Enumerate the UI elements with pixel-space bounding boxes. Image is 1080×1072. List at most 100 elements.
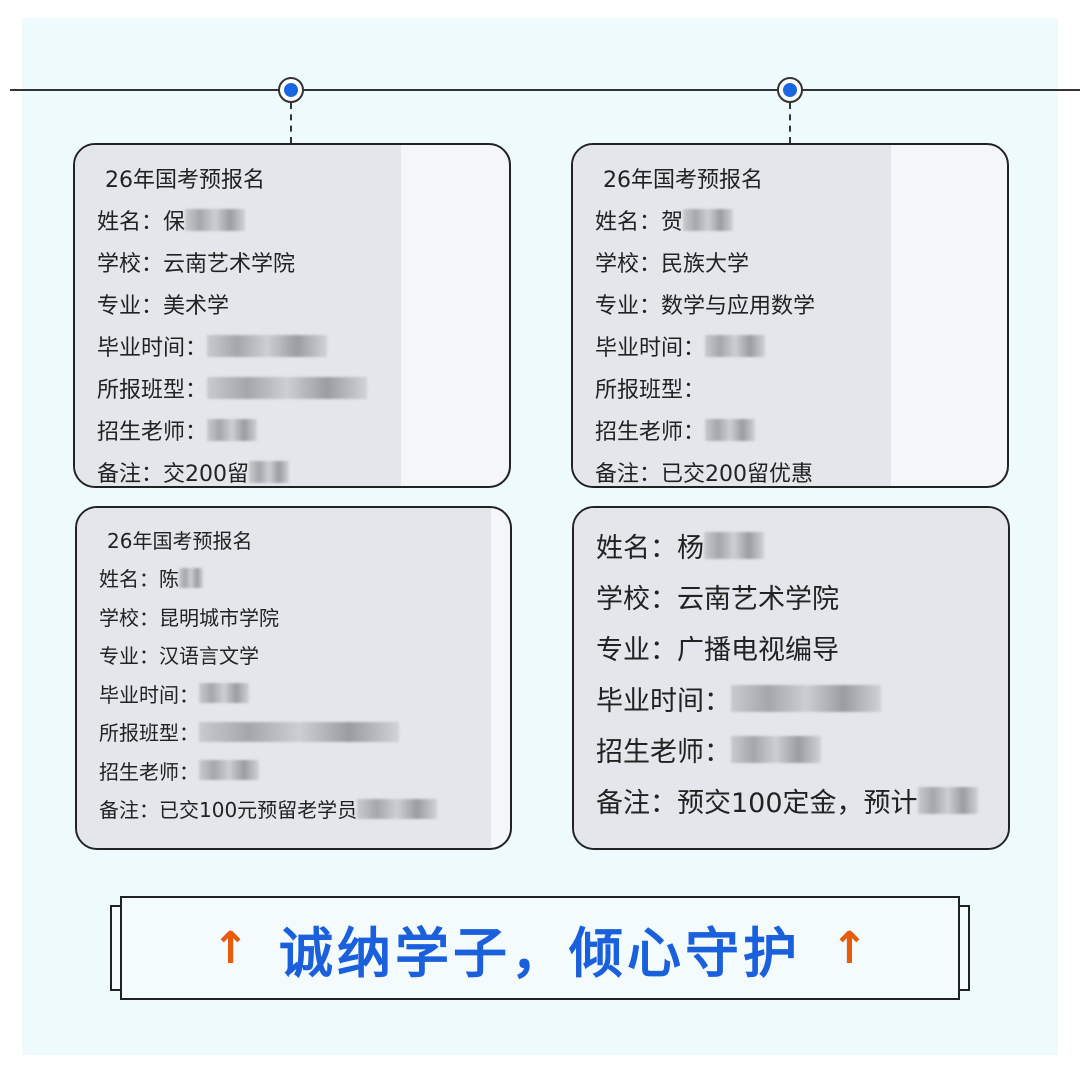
field-row: 备注：预交100定金，预计 xyxy=(596,775,1008,826)
redacted-blur xyxy=(731,685,881,712)
field-value: 民族大学 xyxy=(661,252,750,277)
slogan-banner: ↑ 诚纳学子，倾心守护 ↑ xyxy=(120,896,960,1000)
field-label: 所报班型： xyxy=(99,721,199,746)
field-label: 姓名： xyxy=(595,210,662,235)
field-label: 姓名： xyxy=(596,533,677,564)
field-label: 毕业时间： xyxy=(97,336,208,361)
field-row: 招生老师： xyxy=(99,751,491,790)
field-row: 备注：已交100元预留老学员 xyxy=(99,790,491,829)
timeline-node-icon xyxy=(278,77,304,103)
field-label: 学校： xyxy=(99,605,159,630)
field-row: 所报班型： xyxy=(97,367,401,409)
field-row: 学校：云南艺术学院 xyxy=(596,571,1008,622)
field-value: 已交100元预留老学员 xyxy=(159,798,358,823)
field-value: 保 xyxy=(163,210,186,235)
field-row: 姓名：保 xyxy=(97,199,401,241)
arrow-up-icon: ↑ xyxy=(212,922,249,974)
field-label: 专业： xyxy=(97,294,164,319)
field-value: 美术学 xyxy=(163,294,230,319)
chat-screenshot: 26年国考预报名姓名：保学校：云南艺术学院专业：美术学毕业时间：所报班型：招生老… xyxy=(75,145,401,486)
connector xyxy=(290,103,292,143)
field-label: 专业： xyxy=(99,644,159,669)
field-label: 备注： xyxy=(596,788,677,819)
field-row: 姓名：杨 xyxy=(596,520,1008,571)
field-label: 备注： xyxy=(595,462,662,487)
timeline-node-icon xyxy=(777,77,803,103)
field-label: 备注： xyxy=(99,798,159,823)
field-row: 学校：昆明城市学院 xyxy=(99,597,491,636)
chat-screenshot: 姓名：杨学校：云南艺术学院专业：广播电视编导毕业时间：招生老师：备注：预交100… xyxy=(574,508,1008,848)
connector xyxy=(789,103,791,143)
arrow-up-icon: ↑ xyxy=(831,922,868,974)
redacted-blur xyxy=(199,721,399,742)
registration-card: 26年国考预报名姓名：保学校：云南艺术学院专业：美术学毕业时间：所报班型：招生老… xyxy=(73,143,511,488)
redacted-blur xyxy=(683,209,734,231)
redacted-blur xyxy=(207,419,258,441)
field-label: 专业： xyxy=(596,635,677,666)
field-label: 所报班型： xyxy=(595,378,706,403)
redacted-blur xyxy=(249,461,290,483)
redacted-blur xyxy=(207,335,328,357)
field-label: 姓名： xyxy=(99,567,159,592)
redacted-blur xyxy=(179,567,203,588)
registration-card: 姓名：杨学校：云南艺术学院专业：广播电视编导毕业时间：招生老师：备注：预交100… xyxy=(572,506,1010,850)
field-row: 学校：云南艺术学院 xyxy=(97,241,401,283)
field-label: 学校： xyxy=(595,252,662,277)
field-row: 备注：已交200留优惠 xyxy=(595,451,891,487)
field-value: 贺 xyxy=(661,210,684,235)
field-value: 陈 xyxy=(159,567,179,592)
field-row: 毕业时间： xyxy=(596,673,1008,724)
registration-card: 26年国考预报名姓名：陈学校：昆明城市学院专业：汉语言文学毕业时间：所报班型：招… xyxy=(75,506,512,850)
field-value: 预交100定金，预计 xyxy=(677,788,918,819)
redacted-blur xyxy=(704,532,764,559)
field-value: 杨 xyxy=(677,533,704,564)
redacted-blur xyxy=(731,736,821,763)
field-label: 招生老师： xyxy=(595,420,706,445)
field-value: 云南艺术学院 xyxy=(677,584,839,615)
redacted-blur xyxy=(199,683,249,704)
field-row: 专业：广播电视编导 xyxy=(596,622,1008,673)
field-value: 数学与应用数学 xyxy=(661,294,816,319)
field-label: 学校： xyxy=(596,584,677,615)
redacted-blur xyxy=(917,787,978,814)
card-title: 26年国考预报名 xyxy=(603,168,763,193)
chat-screenshot: 26年国考预报名姓名：陈学校：昆明城市学院专业：汉语言文学毕业时间：所报班型：招… xyxy=(77,508,491,848)
slogan-text: 诚纳学子，倾心守护 xyxy=(279,921,801,985)
field-label: 毕业时间： xyxy=(99,682,199,707)
field-row: 姓名：贺 xyxy=(595,199,891,241)
field-label: 毕业时间： xyxy=(596,686,731,717)
field-value: 昆明城市学院 xyxy=(159,605,279,630)
field-label: 招生老师： xyxy=(596,737,731,768)
field-value: 广播电视编导 xyxy=(677,635,839,666)
field-row: 招生老师： xyxy=(97,409,401,451)
card-title: 26年国考预报名 xyxy=(105,168,265,193)
timeline xyxy=(10,89,1080,91)
registration-card: 26年国考预报名姓名：贺学校：民族大学专业：数学与应用数学毕业时间：所报班型：招… xyxy=(571,143,1009,488)
field-row: 毕业时间： xyxy=(99,674,491,713)
field-label: 毕业时间： xyxy=(595,336,706,361)
field-row: 专业：数学与应用数学 xyxy=(595,283,891,325)
field-row: 专业：美术学 xyxy=(97,283,401,325)
card-title: 26年国考预报名 xyxy=(107,528,253,553)
field-row: 备注：交200留 xyxy=(97,451,401,487)
field-value: 交200留 xyxy=(163,462,250,487)
redacted-blur xyxy=(199,760,259,781)
field-row: 招生老师： xyxy=(596,724,1008,775)
field-label: 专业： xyxy=(595,294,662,319)
field-row: 姓名：陈 xyxy=(99,559,491,598)
field-row: 毕业时间： xyxy=(97,325,401,367)
field-value: 已交200留优惠 xyxy=(661,462,814,487)
field-value: 汉语言文学 xyxy=(159,644,259,669)
field-row: 所报班型： xyxy=(595,367,891,409)
field-row: 毕业时间： xyxy=(595,325,891,367)
field-row: 学校：民族大学 xyxy=(595,241,891,283)
field-value: 云南艺术学院 xyxy=(163,252,296,277)
chat-screenshot: 26年国考预报名姓名：贺学校：民族大学专业：数学与应用数学毕业时间：所报班型：招… xyxy=(573,145,891,486)
redacted-blur xyxy=(185,209,246,231)
redacted-blur xyxy=(705,419,756,441)
field-row: 所报班型： xyxy=(99,713,491,752)
redacted-blur xyxy=(705,335,766,357)
field-label: 学校： xyxy=(97,252,164,277)
field-label: 姓名： xyxy=(97,210,164,235)
field-label: 招生老师： xyxy=(97,420,208,445)
